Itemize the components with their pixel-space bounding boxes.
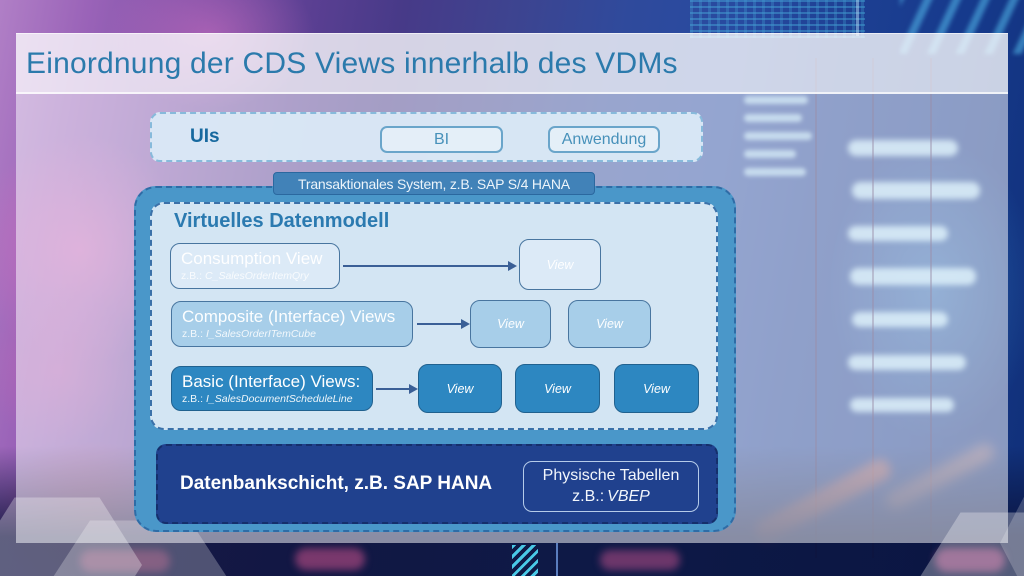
arrow-basic-to-views xyxy=(376,384,418,394)
bi-button: BI xyxy=(380,126,503,153)
example-prefix: z.B.: xyxy=(182,392,204,405)
composite-views-title: Composite (Interface) Views xyxy=(182,307,396,326)
example-name: VBEP xyxy=(607,487,650,505)
database-layer-label: Datenbankschicht, z.B. SAP HANA xyxy=(180,473,493,494)
arrow-consumption-to-view xyxy=(343,261,517,271)
anwendung-button: Anwendung xyxy=(548,126,660,153)
consumption-view-example: z.B.:C_SalesOrderItemQry xyxy=(181,270,329,283)
basic-views-title: Basic (Interface) Views: xyxy=(182,372,361,391)
example-name: I_SalesDocumentScheduleLine xyxy=(206,392,353,405)
view-node: View xyxy=(568,300,651,348)
vdm-heading: Virtuelles Datenmodell xyxy=(174,210,390,232)
view-node: View xyxy=(418,364,502,413)
basic-views-example: z.B.:I_SalesDocumentScheduleLine xyxy=(182,393,362,406)
composite-views-box: Composite (Interface) Views z.B.:I_Sales… xyxy=(171,301,413,347)
example-name: I_SalesOrderITemCube xyxy=(206,327,316,340)
view-node: View xyxy=(470,300,551,348)
example-prefix: z.B.: xyxy=(181,269,203,282)
uis-layer-box: UIs BI Anwendung xyxy=(150,112,703,162)
physical-tables-example: z.B.:VBEP xyxy=(572,487,650,508)
title-banner xyxy=(16,33,1008,94)
transactional-system-badge: Transaktionales System, z.B. SAP S/4 HAN… xyxy=(273,172,595,195)
database-layer-box: Datenbankschicht, z.B. SAP HANA Physisch… xyxy=(156,444,718,524)
view-node: View xyxy=(515,364,600,413)
uis-label: UIs xyxy=(190,126,220,147)
view-node: View xyxy=(519,239,601,290)
physical-tables-title: Physische Tabellen xyxy=(542,466,680,484)
view-node: View xyxy=(614,364,699,413)
basic-views-box: Basic (Interface) Views: z.B.:I_SalesDoc… xyxy=(171,366,373,411)
page-title: Einordnung der CDS Views innerhalb des V… xyxy=(26,47,678,80)
example-name: C_SalesOrderItemQry xyxy=(205,269,309,282)
consumption-view-title: Consumption View xyxy=(181,249,323,268)
composite-views-example: z.B.:I_SalesOrderITemCube xyxy=(182,328,402,341)
arrow-composite-to-views xyxy=(417,319,470,329)
physical-tables-box: Physische Tabellen z.B.:VBEP xyxy=(523,461,699,512)
example-prefix: z.B.: xyxy=(572,487,605,505)
consumption-view-box: Consumption View z.B.:C_SalesOrderItemQr… xyxy=(170,243,340,289)
example-prefix: z.B.: xyxy=(182,327,204,340)
